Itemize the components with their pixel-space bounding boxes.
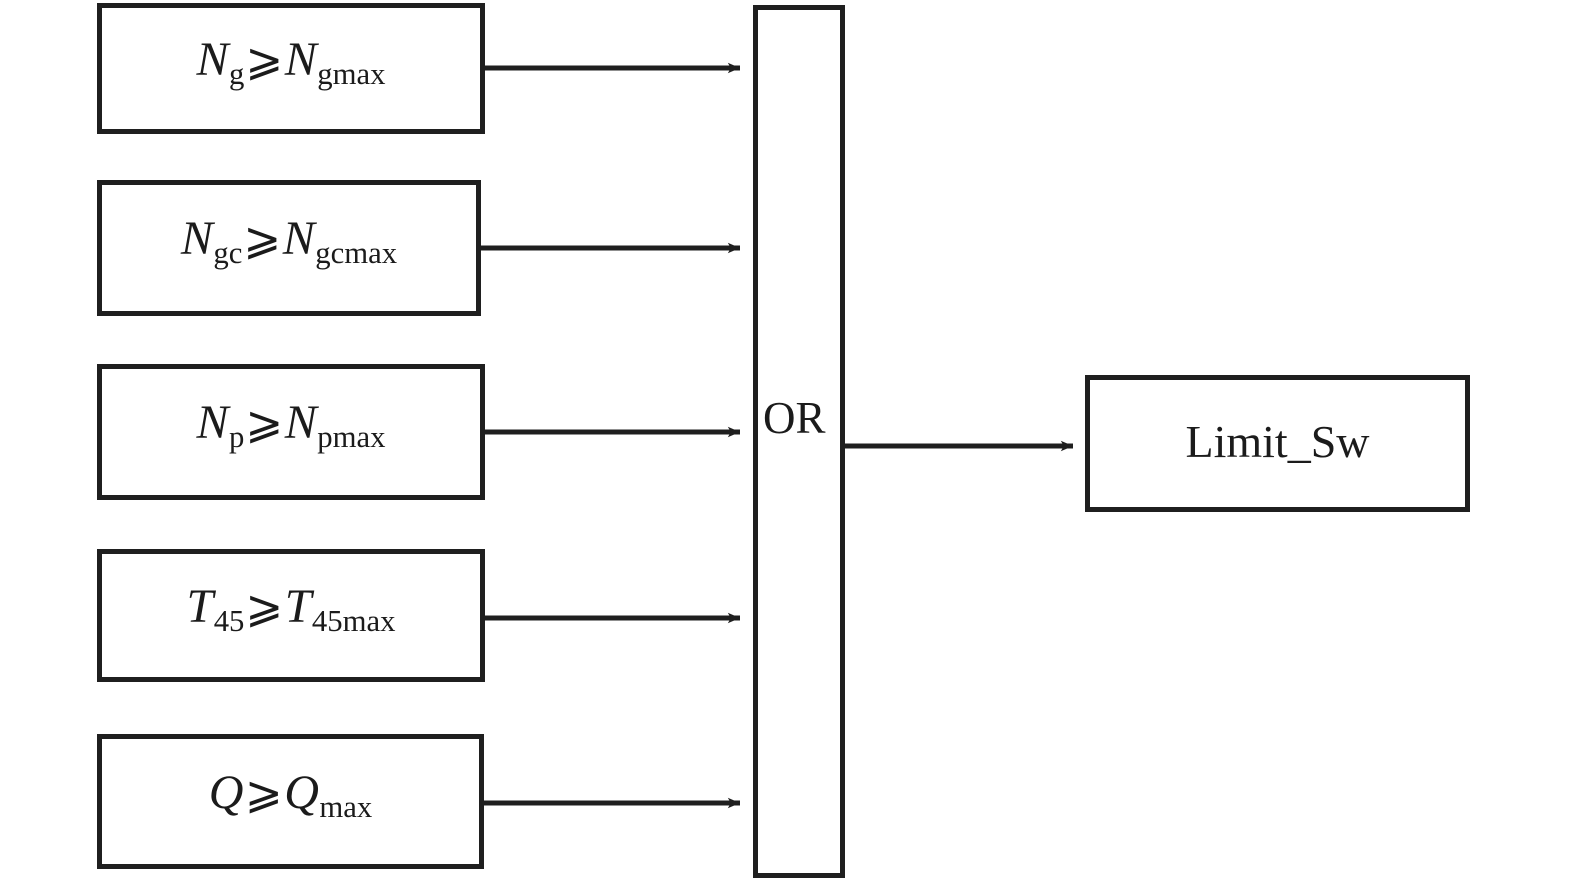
rhs-subscript: pmax [317,420,386,455]
relation-operator: ⩾ [245,579,284,633]
lhs-variable: N [180,212,214,266]
condition-expression-np: Np⩾Npmax [197,399,386,453]
relation-operator: ⩾ [245,396,284,450]
or-gate[interactable] [753,5,845,878]
condition-expression-q: Q⩾Qmax [208,765,373,824]
rhs-variable: N [284,32,318,86]
rhs-subscript: gmax [317,56,386,91]
condition-box-ng[interactable]: Ng⩾Ngmax [97,3,485,134]
rhs-variable: N [282,212,316,266]
condition-box-q[interactable]: Q⩾Qmax [97,734,484,869]
rhs-variable: N [284,396,318,450]
rhs-subscript: 45max [311,603,396,638]
lhs-variable: Q [208,765,244,819]
condition-expression-t45: T45⩾T45max [186,579,396,638]
lhs-subscript: gc [213,236,243,271]
condition-expression-ngc: Ngc⩾Ngcmax [181,215,397,269]
condition-box-np[interactable]: Np⩾Npmax [97,364,485,500]
rhs-variable: T [284,579,312,633]
lhs-subscript: p [229,420,245,455]
lhs-subscript: g [229,56,245,91]
lhs-variable: N [196,32,230,86]
relation-operator: ⩾ [244,765,284,819]
output-label: Limit_Sw [1185,415,1370,467]
lhs-subscript: 45 [213,603,245,638]
rhs-variable: Q [284,765,320,819]
or-gate-label: OR [763,393,826,443]
condition-expression-ng: Ng⩾Ngmax [196,32,386,91]
rhs-subscript: max [319,789,373,824]
relation-operator: ⩾ [245,32,284,86]
lhs-variable: N [196,396,230,450]
lhs-variable: T [186,579,214,633]
output-box-limit-sw[interactable]: Limit_Sw [1085,375,1470,512]
condition-box-t45[interactable]: T45⩾T45max [97,549,485,682]
relation-operator: ⩾ [243,212,282,266]
rhs-subscript: gcmax [315,236,398,271]
condition-box-ngc[interactable]: Ngc⩾Ngcmax [97,180,481,316]
